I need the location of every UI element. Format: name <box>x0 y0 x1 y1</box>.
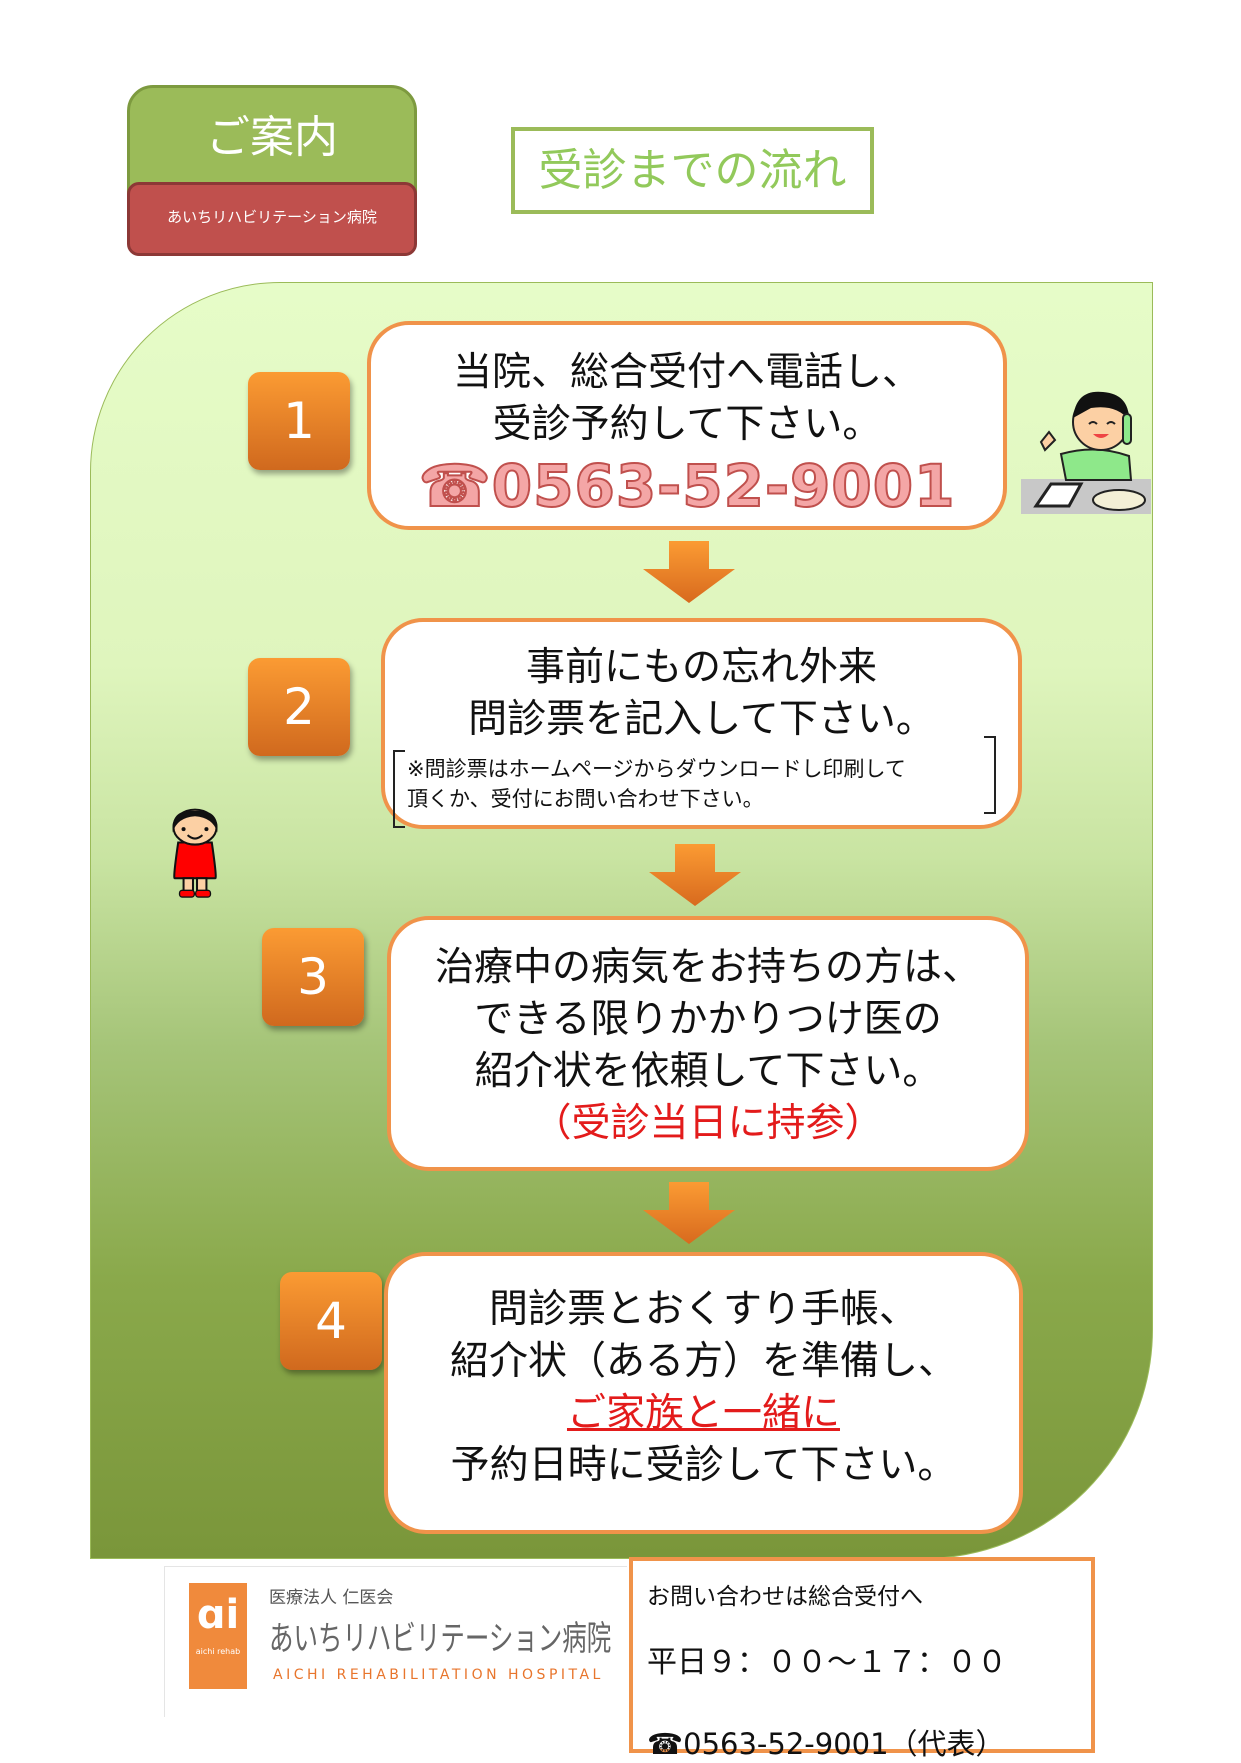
guide-header: ご案内 あいちリハビリテーション病院 <box>127 85 417 256</box>
contact-heading: お問い合わせは総合受付へ <box>647 1584 923 1610</box>
note-line: 頂くか、受付にお問い合わせ下さい。 <box>407 787 764 811</box>
step-text: 治療中の病気をお持ちの方は、 <box>434 945 981 990</box>
girl-illustration <box>172 808 218 898</box>
step-2-box: 事前にもの忘れ外来 問診票を記入して下さい。 ※問診票はホームページからダウンロ… <box>381 618 1022 829</box>
bring-on-day-note: （受診当日に持参） <box>532 1101 884 1146</box>
step-4-box: 問診票とおくすり手帳、 紹介状（ある方）を準備し、 ご家族と一緒に 予約日時に受… <box>384 1252 1023 1534</box>
arrow-down-icon <box>649 844 741 906</box>
header-subtitle: あいちリハビリテーション病院 <box>127 182 417 256</box>
note-line: ※問診票はホームページからダウンロードし印刷して <box>407 757 906 781</box>
contact-phone: ☎0563-52-9001（代表） <box>647 1727 1005 1761</box>
step-3-box: 治療中の病気をお持ちの方は、 できる限りかかりつけ医の 紹介状を依頼して下さい。… <box>387 916 1029 1171</box>
step-text: 予約日時に受診して下さい。 <box>450 1443 957 1488</box>
logo-mark: ɑi aichi rehab <box>189 1583 247 1689</box>
step-text: 事前にもの忘れ外来 <box>525 645 877 690</box>
step-text: 紹介状（ある方）を準備し、 <box>449 1339 957 1384</box>
bracket-left <box>393 750 405 828</box>
step-text: 受診予約して下さい。 <box>492 402 882 447</box>
arrow-down-icon <box>643 1182 735 1244</box>
step-1-badge: 1 <box>248 372 350 470</box>
step-2-badge: 2 <box>248 658 350 756</box>
questionnaire-note: ※問診票はホームページからダウンロードし印刷して 頂くか、受付にお問い合わせ下さ… <box>393 736 996 830</box>
step-text: 当院、総合受付へ電話し、 <box>452 350 921 395</box>
step-text: 問診票とおくすり手帳、 <box>488 1287 918 1332</box>
contact-box: お問い合わせは総合受付へ 平日９：００～１７：００ ☎0563-52-9001（… <box>629 1557 1095 1761</box>
step-3-badge: 3 <box>262 928 364 1026</box>
arrow-down-icon <box>643 541 735 603</box>
bracket-right <box>984 736 996 814</box>
page-title: 受診までの流れ <box>511 127 874 214</box>
logo-english: AICHI REHABILITATION HOSPITAL <box>273 1667 604 1683</box>
step-4-badge: 4 <box>280 1272 382 1370</box>
step-text: 問診票を記入して下さい。 <box>468 697 935 742</box>
logo-org: 医療法人 仁医会 <box>269 1588 394 1608</box>
phone-number: ☎0563-52-9001 <box>418 451 956 521</box>
logo-name: あいちリハビリテーション病院 <box>269 1619 612 1659</box>
contact-hours: 平日９：００～１７：００ <box>647 1645 1007 1680</box>
boy-on-phone-illustration <box>1021 391 1151 514</box>
hospital-logo: ɑi aichi rehab 医療法人 仁医会 あいちリハビリテーション病院 A… <box>164 1566 627 1717</box>
logo-mark-text: aichi rehab <box>195 1647 241 1656</box>
step-text: できる限りかかりつけ医の <box>474 997 942 1042</box>
step-1-box: 当院、総合受付へ電話し、 受診予約して下さい。 ☎0563-52-9001 <box>367 321 1007 530</box>
with-family-note: ご家族と一緒に <box>566 1391 840 1436</box>
step-text: 紹介状を依頼して下さい。 <box>474 1049 942 1094</box>
